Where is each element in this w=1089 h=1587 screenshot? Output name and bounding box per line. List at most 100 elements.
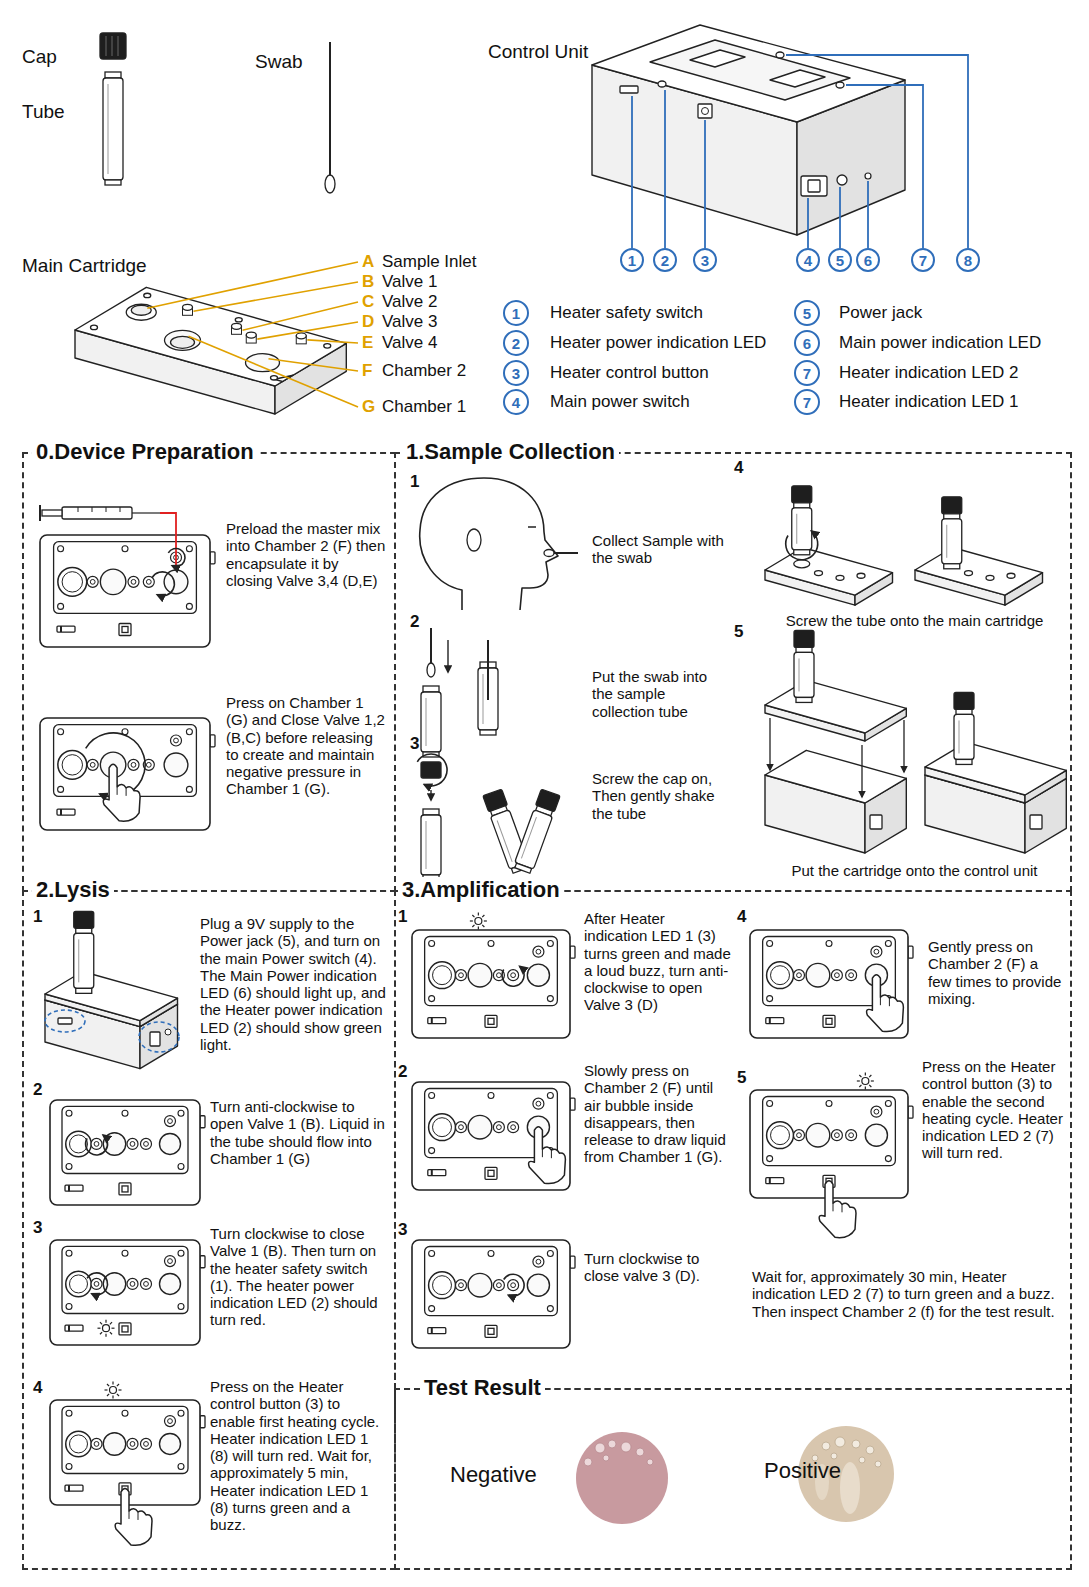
pressing-hand [867,975,904,1032]
mini-cartridge [412,1082,575,1190]
power-jack [165,1029,171,1035]
valve-core [130,1282,135,1287]
cartridge-base [412,1082,570,1190]
switch-slider [431,1170,433,1176]
valve-core [835,1133,840,1138]
valve-core [497,973,502,978]
legend-callout-circle: 1 [503,300,529,326]
heat-icon [98,1320,115,1337]
part-letter: F [362,361,372,381]
cartridge-base [750,930,908,1038]
screw [826,940,832,946]
sample-inlet [429,1114,456,1141]
control-button [823,1015,835,1027]
valve-core [459,973,464,978]
chamber-1 [806,1123,830,1147]
sample-inlet-inner [70,1275,88,1293]
valve-core [536,1101,541,1106]
tube-highlight [426,821,427,869]
callout-leader [704,120,706,248]
valve-core [130,1142,135,1147]
pressing-hand [529,1127,566,1184]
step-number: 2 [33,1080,42,1100]
parts-overview [100,33,335,193]
legend-callout-circle: 2 [503,330,529,356]
valve-core [146,579,151,584]
valve [127,1138,138,1149]
callout-circle: 5 [828,248,852,272]
step-instruction: Press on Chamber 1 (G) and Close Valve 1… [226,694,388,798]
valve [831,1130,842,1141]
syringe [40,505,176,568]
tube-thread [423,809,439,815]
control-button-core [122,1186,128,1192]
part-name: Cap [22,46,57,68]
legend-callout-circle: 6 [794,330,820,356]
legend-text: Main power indication LED [839,333,1041,353]
part-name: Swab [255,51,303,73]
valve [871,1106,882,1117]
callout-number: 2 [661,253,669,268]
heater-control-button [698,104,712,118]
swab-tip [325,175,335,193]
heat-ray [859,1085,861,1087]
section-heading: 1.Sample Collection [402,439,619,465]
finger-crease [129,1511,130,1519]
part-letter: E [362,333,373,353]
heat-icon [105,1382,122,1399]
sample-inlet [429,1272,456,1299]
callout-number: 6 [864,253,872,268]
swab-stick [430,628,432,664]
control-button-core [122,626,128,632]
heat-ray [869,1085,871,1087]
part-name: Tube [22,101,65,123]
part-letter: C [362,292,374,312]
heat-icon-core [862,1078,869,1085]
control-button-core [488,1328,494,1334]
sample-inlet-inner [433,1276,452,1295]
valve [141,1138,152,1149]
screw [91,325,98,329]
swab-into-tube [421,628,498,757]
screw [271,376,278,380]
callout-leader [664,90,666,248]
sample-inlet [66,1271,92,1297]
step-number: 4 [33,1378,42,1398]
screw [235,318,242,322]
rotate-arrow [86,1135,108,1155]
screw [178,1250,184,1256]
tube-thread [423,686,439,692]
part-name: Main Cartridge [22,255,147,277]
control-button [119,623,131,635]
step-number: 3 [398,1220,407,1240]
valve-core [131,579,136,584]
valve-top [986,575,994,580]
step-number: 1 [410,472,419,492]
syringe-plunger [42,510,62,516]
highlight-ring [139,1022,179,1052]
tube-highlight [959,720,960,753]
result-photos [576,1426,894,1524]
callout-number: 7 [919,253,927,268]
step-number: 3 [33,1218,42,1238]
safety-switch [428,1018,446,1024]
chamber-1 [468,963,492,987]
callout-number: 4 [512,395,520,410]
chamber-1 [103,1273,126,1296]
step-number: 2 [410,612,419,632]
valve [846,1130,857,1141]
step-instruction: Plug a 9V supply to the Power jack (5), … [200,915,388,1053]
step-number: 2 [398,1062,407,1082]
main-cartridge [75,262,358,414]
section-panel: 1.Sample Collection [394,452,1072,892]
mini-cartridge [50,1240,205,1345]
switch-slider [60,809,62,815]
rocker [808,180,820,192]
part-letter: D [362,312,374,332]
sample-inlet-inner [771,966,790,985]
needle [132,512,160,513]
cap-and-shake [417,754,560,891]
plunger-end [39,505,41,521]
eye [528,526,536,528]
heater-led-2 [836,82,844,88]
